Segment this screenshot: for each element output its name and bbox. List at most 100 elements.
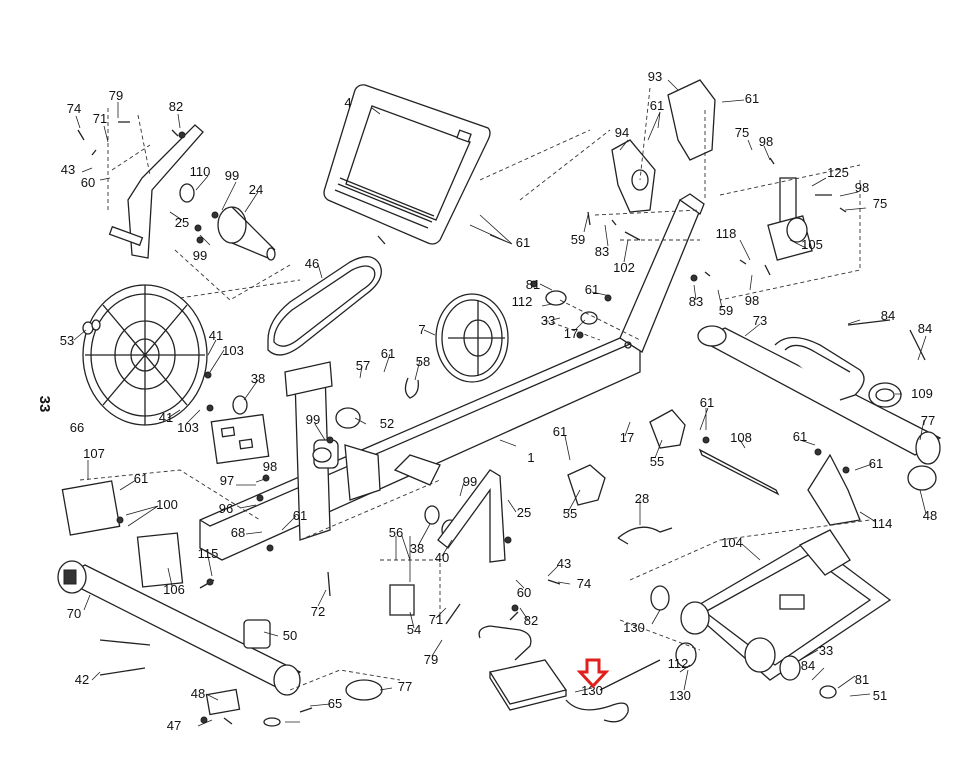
part-callout-24: 24 <box>249 182 263 197</box>
part-callout-65: 65 <box>328 696 342 711</box>
part-callout-71: 71 <box>429 612 443 627</box>
part-callout-99: 99 <box>193 248 207 263</box>
crank-part <box>108 124 204 259</box>
part-callout-73: 73 <box>753 313 767 328</box>
part-callout-112: 112 <box>668 656 689 671</box>
part-callout-70: 70 <box>67 606 81 621</box>
part-callout-40: 40 <box>435 550 449 565</box>
part-callout-61: 61 <box>553 424 567 439</box>
part-callout-61: 61 <box>585 282 599 297</box>
part-callout-43: 43 <box>557 556 571 571</box>
part-callout-61: 61 <box>700 395 714 410</box>
part-callout-57: 57 <box>356 358 370 373</box>
handlebar-part <box>611 79 716 213</box>
part-callout-103: 103 <box>222 343 244 358</box>
part-callout-53: 53 <box>60 333 74 348</box>
part-callout-83: 83 <box>595 244 609 259</box>
part-callout-41: 41 <box>209 328 223 343</box>
part-callout-74: 74 <box>67 101 81 116</box>
front-stabilizer-part <box>697 325 942 465</box>
part-callout-81: 81 <box>855 672 869 687</box>
part-callout-59: 59 <box>571 232 585 247</box>
part-callout-109: 109 <box>911 386 933 401</box>
part-callout-112: 112 <box>512 294 533 309</box>
part-callout-83: 83 <box>689 294 703 309</box>
part-callout-47: 47 <box>167 718 181 733</box>
part-callout-48: 48 <box>191 686 205 701</box>
part-callout-115: 115 <box>198 546 219 561</box>
part-callout-94: 94 <box>615 125 629 140</box>
part-callout-98: 98 <box>745 293 759 308</box>
part-callout-98: 98 <box>263 459 277 474</box>
highlight-arrow-icon <box>576 658 610 689</box>
leader-lines <box>73 79 927 727</box>
part-callout-25: 25 <box>175 215 189 230</box>
part-callout-84: 84 <box>881 308 895 323</box>
part-callout-17: 17 <box>620 430 634 445</box>
part-callout-74: 74 <box>577 576 591 591</box>
part-callout-51: 51 <box>873 688 887 703</box>
part-callout-33: 33 <box>541 313 555 328</box>
part-callout-60: 60 <box>81 175 95 190</box>
part-callout-25: 25 <box>517 505 531 520</box>
part-callout-118: 118 <box>716 226 737 241</box>
part-callout-77: 77 <box>398 679 412 694</box>
part-callout-43: 43 <box>61 162 75 177</box>
part-callout-130: 130 <box>669 688 691 703</box>
part-callout-84: 84 <box>801 658 815 673</box>
part-callout-100: 100 <box>156 497 178 512</box>
pulley-part <box>435 293 509 383</box>
rear-stabilizer-part <box>57 560 302 696</box>
part-callout-99: 99 <box>225 168 239 183</box>
lower-frame-part <box>680 529 892 681</box>
part-callout-81: 81 <box>526 277 540 292</box>
belt-part <box>267 256 382 356</box>
part-callout-107: 107 <box>83 446 105 461</box>
part-callout-61: 61 <box>793 429 807 444</box>
part-callout-4: 4 <box>344 95 351 110</box>
axle-part <box>179 183 276 261</box>
part-callout-75: 75 <box>735 125 749 140</box>
part-callout-130: 130 <box>623 620 645 635</box>
part-callout-102: 102 <box>613 260 635 275</box>
part-callout-108: 108 <box>730 430 752 445</box>
flywheel-part <box>82 284 208 426</box>
part-callout-66: 66 <box>70 420 84 435</box>
part-callout-61: 61 <box>293 508 307 523</box>
part-callout-33: 33 <box>819 643 833 658</box>
part-callout-61: 61 <box>134 471 148 486</box>
part-callout-82: 82 <box>169 99 183 114</box>
part-callout-75: 75 <box>873 196 887 211</box>
part-callout-7: 7 <box>418 322 425 337</box>
part-callout-41: 41 <box>159 410 173 425</box>
page-number: 33 <box>36 396 53 413</box>
part-callout-106: 106 <box>163 582 185 597</box>
part-callout-61: 61 <box>516 235 530 250</box>
part-callout-130: 130 <box>581 683 603 698</box>
part-callout-52: 52 <box>380 416 394 431</box>
part-callout-77: 77 <box>921 413 935 428</box>
assembly-lines <box>79 87 871 691</box>
part-callout-46: 46 <box>305 256 319 271</box>
part-callout-110: 110 <box>190 164 211 179</box>
part-callout-58: 58 <box>416 354 430 369</box>
part-callout-38: 38 <box>251 371 265 386</box>
console-part <box>323 84 491 245</box>
part-callout-61: 61 <box>650 98 664 113</box>
part-callout-50: 50 <box>283 628 297 643</box>
part-callout-61: 61 <box>381 346 395 361</box>
part-callout-17: 17 <box>564 326 578 341</box>
small-parts <box>61 290 937 727</box>
part-callout-38: 38 <box>410 541 424 556</box>
part-callout-61: 61 <box>869 456 883 471</box>
part-callout-61: 61 <box>745 91 759 106</box>
part-callout-56: 56 <box>389 525 403 540</box>
part-callout-125: 125 <box>827 165 849 180</box>
part-callout-1: 1 <box>527 450 534 465</box>
power-adapter-part <box>478 526 673 723</box>
part-callout-68: 68 <box>231 525 245 540</box>
parts-drawing <box>57 79 942 727</box>
part-callout-55: 55 <box>563 506 577 521</box>
part-callout-93: 93 <box>648 69 662 84</box>
